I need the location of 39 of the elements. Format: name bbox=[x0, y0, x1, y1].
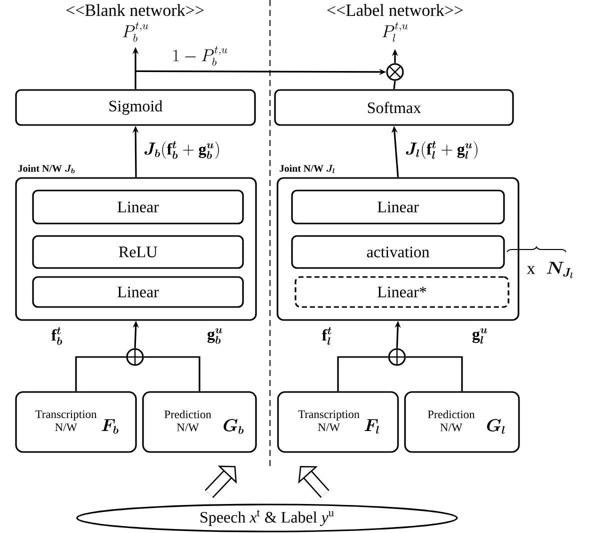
network-box: Transcription N/W $\boldsymbol{F_l}$ bbox=[277, 391, 399, 453]
edge-label: $\mathbf{f}_{\boldsymbol{l}}^{\boldsymbol{t}}$ bbox=[320, 326, 334, 346]
node-label: $\boldsymbol{J_l}$ bbox=[326, 164, 335, 174]
edge-label: $P_l^{t,u}$ bbox=[380, 21, 410, 43]
node-label: $\boldsymbol{J_b}$ bbox=[65, 164, 75, 174]
edge-label: $\mathbf{g}_{\boldsymbol{b}}^{\boldsymbol{u}}$ bbox=[206, 327, 224, 345]
layer-box: Linear bbox=[32, 190, 244, 224]
network-box: Transcription N/W $\boldsymbol{F_b}$ bbox=[15, 391, 137, 453]
edge-label: $1-P_b^{t,u}$ bbox=[170, 45, 230, 67]
connector-line bbox=[406, 356, 463, 392]
repeat-label: $\boldsymbol{N_{J_l}}$ bbox=[546, 262, 572, 278]
layer-box: Softmax bbox=[274, 89, 514, 126]
edge-label: $\boldsymbol{J_l}(\mathbf{f}_{\boldsymbol{l}}^{\boldsymbol{t}}+\mathbf{g}_{\boldsymbol{l}}^{\boldsymbol{u}})$ bbox=[404, 140, 480, 160]
layer-box: Sigmoid bbox=[15, 89, 256, 126]
section-title: <<Label network>> bbox=[327, 4, 463, 16]
node-label: Joint N/W bbox=[280, 164, 324, 172]
connector-line bbox=[75, 356, 126, 392]
layer-box: ReLU bbox=[32, 235, 244, 269]
block-arrow bbox=[298, 466, 330, 498]
connector-line bbox=[337, 356, 388, 392]
block-arrow bbox=[204, 466, 237, 498]
edge-label: $\mathbf{g}_{\boldsymbol{l}}^{\boldsymbol{u}}$ bbox=[471, 327, 489, 345]
section-title: <<Blank network>> bbox=[66, 4, 204, 16]
network-box: Prediction N/W $\boldsymbol{G_b}$ bbox=[142, 391, 257, 453]
layer-box: Linear* bbox=[294, 276, 510, 308]
layer-box: Linear bbox=[291, 190, 505, 224]
sum-symbol bbox=[126, 348, 144, 366]
product-symbol bbox=[386, 63, 404, 81]
connector-line bbox=[144, 356, 200, 392]
network-box: Prediction N/W $\boldsymbol{G_l}$ bbox=[404, 391, 520, 453]
edge-label: $\mathbf{f}_{\boldsymbol{b}}^{\boldsymbol{t}}$ bbox=[50, 326, 64, 346]
node-label: Joint N/W bbox=[18, 164, 62, 172]
layer-box: activation bbox=[291, 235, 505, 269]
sum-symbol bbox=[388, 348, 406, 366]
edge-label: $\boldsymbol{J_b}(\mathbf{f}_{\boldsymbol{b}}^{\boldsymbol{t}}+\mathbf{g}_{\boldsymbol{b}}^{\boldsymbol{u}})$ bbox=[142, 140, 222, 160]
repeat-label: x bbox=[526, 266, 536, 274]
edge-label: $P_b^{t,u}$ bbox=[121, 21, 150, 43]
connector-line bbox=[393, 80, 396, 90]
layer-box: Linear bbox=[32, 276, 244, 308]
